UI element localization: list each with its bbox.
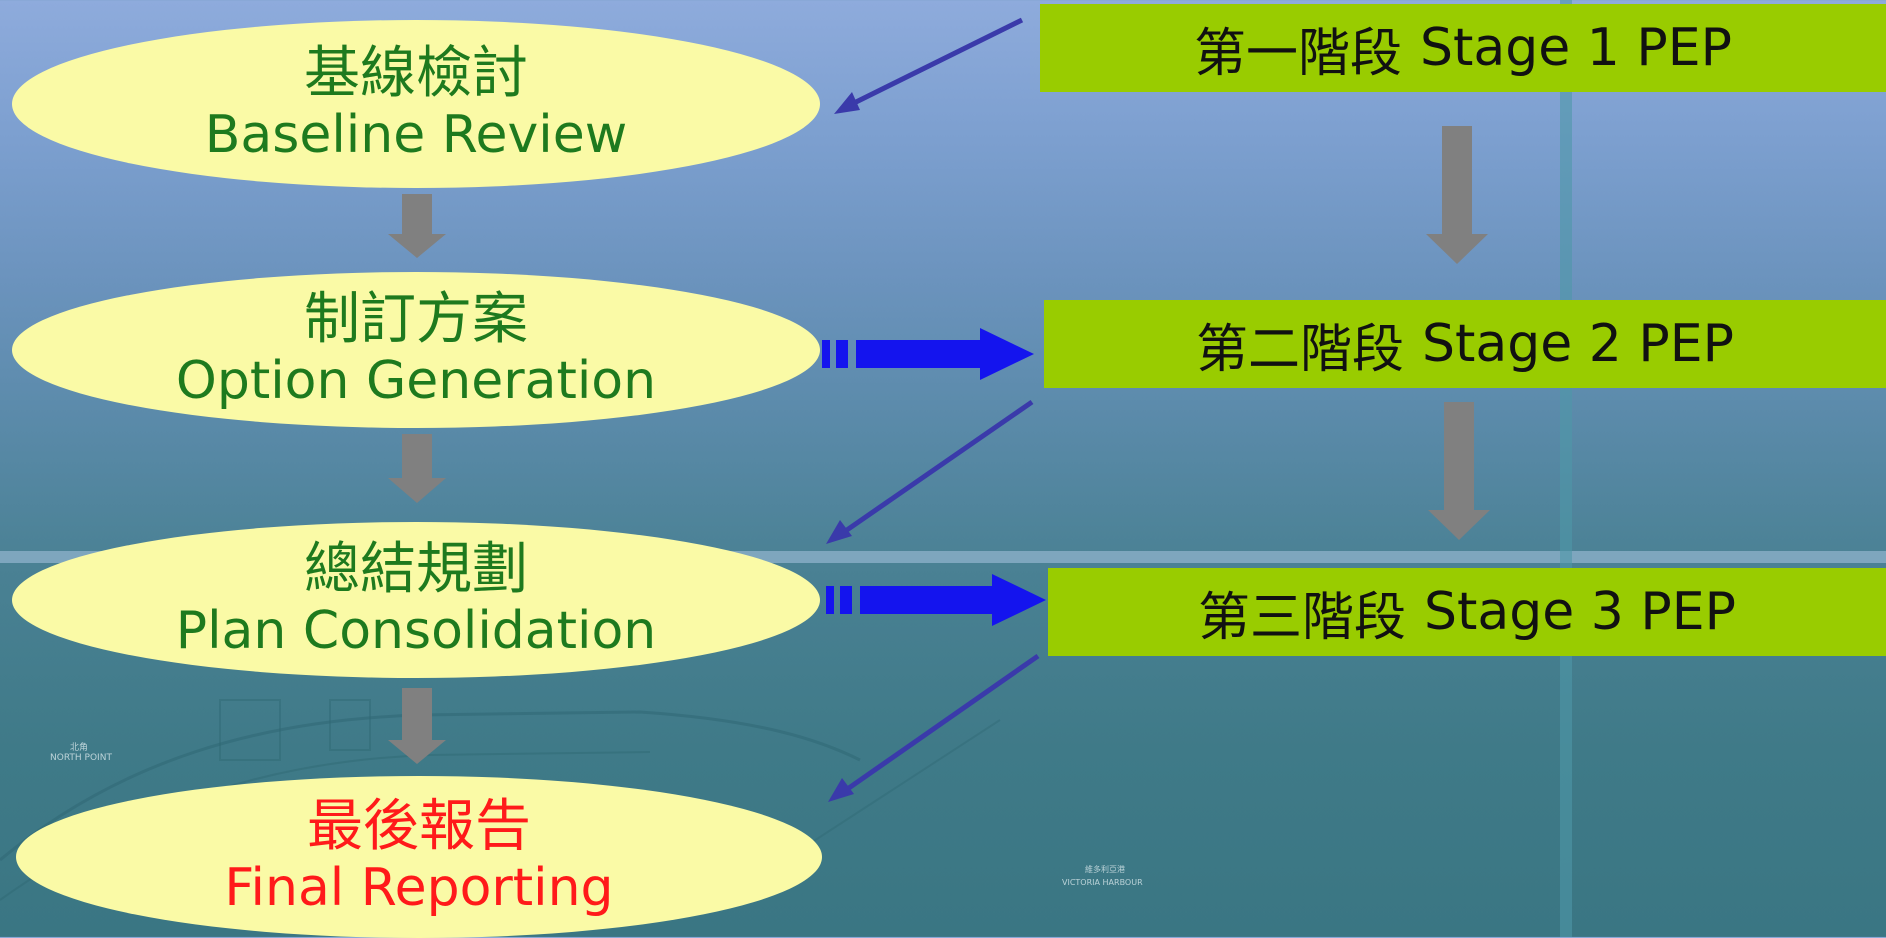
feedback-arrow-3 — [828, 653, 1040, 802]
stage-3-zh: 第三階段 — [1198, 587, 1407, 648]
plan-consolidation-ellipse: 總結規劃 Plan Consolidation — [12, 522, 820, 678]
stage-down-arrow-2 — [1428, 402, 1490, 540]
stage-2-zh: 第二階段 — [1196, 319, 1405, 380]
option-generation-ellipse: 制訂方案 Option Generation — [12, 272, 820, 428]
down-arrow-2 — [388, 434, 446, 503]
stage-3-box: 第三階段 Stage 3 PEP — [1048, 568, 1886, 656]
stage-1-zh: 第一階段 — [1194, 23, 1403, 84]
block-arrow-option-to-stage-2 — [822, 328, 1034, 380]
block-arrow-plan-to-stage-3 — [826, 574, 1046, 626]
option-generation-zh: 制訂方案 — [304, 286, 528, 352]
down-arrow-3 — [388, 688, 446, 764]
option-generation-en: Option Generation — [175, 351, 657, 412]
baseline-review-zh: 基線檢討 — [304, 40, 528, 106]
plan-consolidation-zh: 總結規劃 — [304, 536, 528, 602]
stage-down-arrow-1 — [1426, 126, 1488, 264]
feedback-arrow-1 — [834, 17, 1024, 114]
stage-3-en: Stage 3 PEP — [1424, 582, 1736, 642]
baseline-review-ellipse: 基線檢討 Baseline Review — [12, 20, 820, 188]
stage-2-box: 第二階段 Stage 2 PEP — [1044, 300, 1886, 388]
stage-1-en: Stage 1 PEP — [1420, 18, 1732, 78]
stage-2-en: Stage 2 PEP — [1422, 314, 1734, 374]
final-reporting-en: Final Reporting — [224, 858, 614, 919]
final-reporting-zh: 最後報告 — [307, 793, 531, 859]
plan-consolidation-en: Plan Consolidation — [175, 601, 657, 662]
down-arrow-1 — [388, 194, 446, 258]
final-reporting-ellipse: 最後報告 Final Reporting — [16, 776, 822, 938]
feedback-arrow-2 — [826, 399, 1034, 544]
stage-1-box: 第一階段 Stage 1 PEP — [1040, 4, 1886, 92]
baseline-review-en: Baseline Review — [204, 105, 628, 166]
